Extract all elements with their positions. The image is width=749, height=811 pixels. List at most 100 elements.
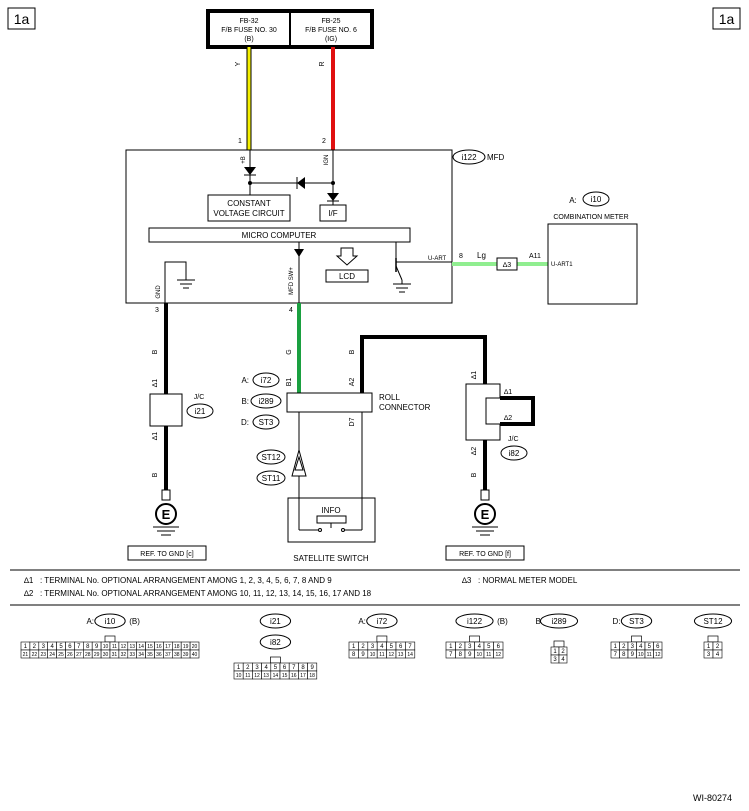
connector-pin-number: 13 — [263, 673, 269, 679]
connector-view-prefix: A: — [358, 617, 366, 626]
connector-pin-number: 39 — [183, 652, 189, 658]
svg-text:2: 2 — [322, 138, 326, 145]
connector-view-oval — [259, 634, 292, 650]
connector-pin-number: 11 — [647, 652, 652, 658]
connector-pin-number: 18 — [174, 644, 180, 650]
connector-pin-number: 17 — [165, 644, 171, 650]
connector-view-code: i21 — [270, 617, 281, 626]
svg-text:4: 4 — [289, 307, 293, 314]
connector-pin-number: 12 — [389, 652, 395, 658]
connector-pin-number: 10 — [638, 652, 644, 658]
svg-text:1a: 1a — [14, 11, 30, 27]
page-id-right: 1a — [712, 7, 741, 30]
connector-pin-number: 25 — [58, 652, 64, 658]
doc-id: WI-80274 — [693, 793, 732, 803]
if-label: I/F — [328, 209, 337, 218]
svg-text:8: 8 — [459, 253, 463, 260]
star3-marker: ∆3 — [496, 257, 518, 271]
connector-view-suffix: (B) — [497, 617, 508, 626]
svg-text:D7: D7 — [349, 417, 356, 426]
connector-pin-number: 4 — [716, 652, 720, 658]
svg-text:J/C: J/C — [194, 394, 205, 401]
connector-pin-number: 4 — [265, 665, 269, 671]
connector-pin-number: 4 — [561, 657, 565, 663]
mfd-connector: i122 — [461, 153, 477, 162]
svg-text:G: G — [286, 349, 293, 354]
satellite-switch: INFO SATELLITE SWITCH — [287, 497, 376, 563]
connector-view-oval — [94, 613, 126, 629]
connector-pin-number: 7 — [449, 652, 453, 658]
connector-pin-number: 1 — [614, 644, 618, 650]
mfd-unit: i122 MFD +B IGN CONSTANT VOLTAGE CIRCUIT… — [125, 149, 505, 304]
connector-pin-number: 1 — [553, 649, 557, 655]
connector-pin-number: 1 — [237, 665, 241, 671]
connector-view-oval — [455, 613, 494, 629]
svg-text:GND: GND — [156, 285, 162, 299]
connector-pin-number: 1 — [24, 644, 28, 650]
svg-text:B: B — [152, 472, 159, 477]
connector-pin-number: 9 — [311, 665, 315, 671]
mfd-name: MFD — [487, 153, 505, 162]
cvc-label-1: CONSTANT — [227, 199, 271, 208]
connector-view-oval — [693, 613, 733, 629]
connector-pin-number: 5 — [648, 644, 652, 650]
connector-view-code: i72 — [377, 617, 388, 626]
connector-pin-number: 3 — [631, 644, 635, 650]
svg-text:i10: i10 — [591, 195, 602, 204]
connector-view-prefix: D: — [613, 617, 621, 626]
connector-pin-number: 18 — [309, 673, 315, 679]
connector-pin-number: 10 — [370, 652, 376, 658]
connector-pin-number: 5 — [274, 665, 278, 671]
fuse-1-name: F/B FUSE NO. 30 — [221, 27, 277, 34]
jc-right: ∆1 ∆1 ∆2 J/C i82 — [465, 371, 535, 461]
connector-pin-number: 5 — [390, 644, 394, 650]
connector-pin-number: 12 — [254, 673, 260, 679]
svg-text:∆3: ∆3 — [503, 262, 511, 269]
connector-pin-number: 14 — [273, 673, 279, 679]
fuse-box: FB-32 F/B FUSE NO. 30 (B) FB-25 F/B FUSE… — [206, 9, 374, 49]
connector-pin-number: 2 — [459, 644, 463, 650]
svg-text:A:: A: — [569, 196, 577, 205]
connector-pin-number: 10 — [103, 644, 109, 650]
connector-pin-number: 12 — [495, 652, 501, 658]
connector-pin-number: 2 — [622, 644, 626, 650]
connector-pin-number: 5 — [487, 644, 491, 650]
connector-pin — [558, 654, 568, 664]
connector-pin-number: 7 — [292, 665, 296, 671]
svg-text:SATELLITE SWITCH: SATELLITE SWITCH — [293, 554, 369, 563]
connector-latch — [707, 635, 719, 643]
connector-view-prefix: B: — [535, 617, 543, 626]
connector-pin-number: 1 — [707, 644, 711, 650]
svg-text:ST12: ST12 — [261, 453, 281, 462]
connector-pin — [189, 649, 200, 659]
svg-text:Lg: Lg — [477, 251, 486, 260]
page-id-left: 1a — [7, 7, 36, 30]
svg-text:ST3: ST3 — [259, 418, 274, 427]
connector-pin-number: 26 — [67, 652, 73, 658]
connector-pin-number: 27 — [76, 652, 82, 658]
connector-pin-number: 2 — [33, 644, 37, 650]
svg-text:J/C: J/C — [508, 436, 519, 443]
connector-pin-number: 13 — [129, 644, 135, 650]
connector-pin-number: 29 — [94, 652, 100, 658]
svg-text:U-ART1: U-ART1 — [551, 262, 573, 268]
connector-pin-number: 8 — [301, 665, 305, 671]
svg-text:CONNECTOR: CONNECTOR — [379, 403, 431, 412]
fuse-1-suffix: (B) — [244, 36, 253, 43]
connector-latch — [270, 656, 281, 664]
svg-text:∆2: ∆2 — [24, 589, 34, 598]
connector-pin-number: 38 — [174, 652, 180, 658]
wire-black-right — [360, 335, 487, 393]
svg-text:E: E — [162, 507, 171, 522]
connector-pin-number: 3 — [255, 665, 259, 671]
connector-pin-number: 11 — [486, 652, 491, 658]
svg-text:∆1: ∆1 — [152, 379, 159, 387]
fuse-2-suffix: (IG) — [325, 36, 337, 43]
svg-text:1a: 1a — [719, 11, 735, 27]
ground-left: E — [153, 489, 179, 536]
